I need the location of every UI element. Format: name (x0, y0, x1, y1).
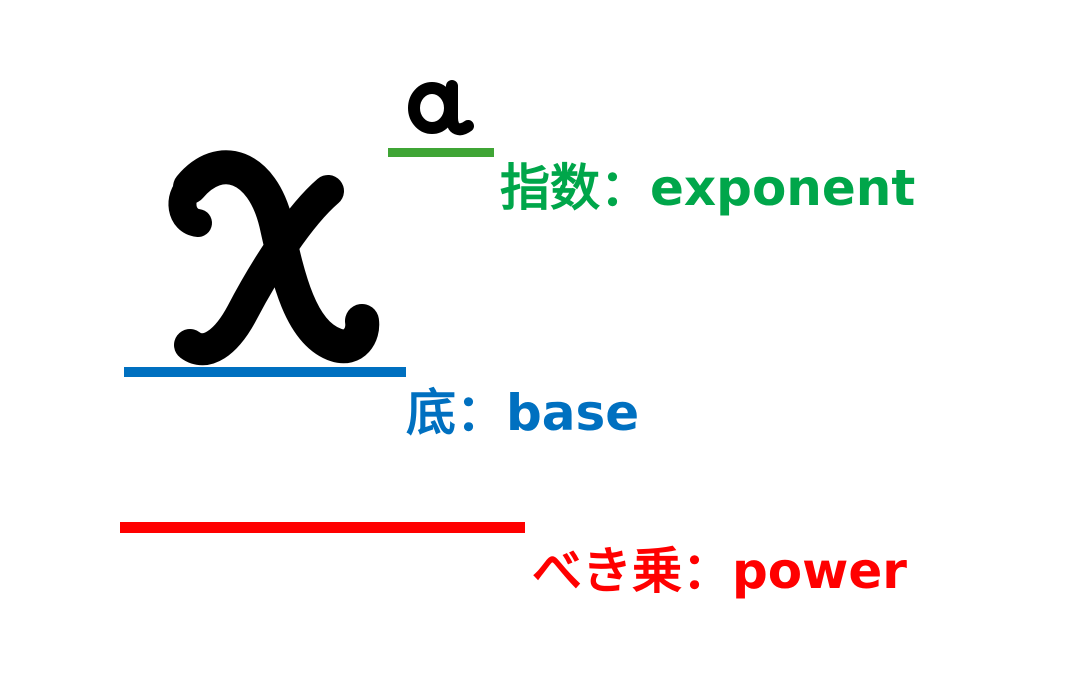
power-label: べき乗：power (532, 542, 907, 600)
power-underline (120, 522, 525, 533)
base-label: 底：base (406, 384, 640, 442)
exponent-symbol-a (408, 80, 474, 136)
exponent-underline (388, 148, 494, 157)
exponent-label: 指数：exponent (500, 159, 916, 217)
base-underline (124, 367, 406, 377)
base-symbol-x (168, 150, 380, 366)
